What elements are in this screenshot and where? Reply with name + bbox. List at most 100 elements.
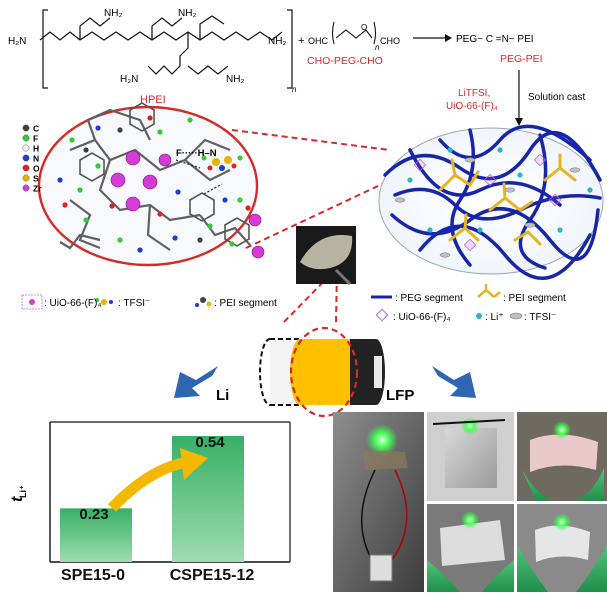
battery-diagram xyxy=(259,326,385,418)
hpei-structure xyxy=(39,9,293,89)
bracket-left xyxy=(42,9,48,89)
tfsi-3 xyxy=(569,167,581,173)
nh2-top-2: NH₂ xyxy=(178,8,196,19)
atom-21 xyxy=(83,147,89,153)
reaction-arrow xyxy=(413,34,452,42)
h2n-terminal: H₂N xyxy=(8,36,26,47)
tfsi-cluster xyxy=(201,155,243,171)
legend-tfsi: : TFSI⁻ xyxy=(118,298,150,309)
atom-20 xyxy=(117,127,123,133)
peg-label: CHO-PEG-CHO xyxy=(307,55,383,67)
arrow-to-chart xyxy=(174,366,218,398)
increase-arrow-head xyxy=(180,448,208,480)
element-label-n: N xyxy=(33,154,39,164)
peg-oxygen: O xyxy=(361,23,367,32)
atom-12 xyxy=(187,117,193,123)
category-label-1: CSPE15-12 xyxy=(169,567,255,584)
atom-23 xyxy=(245,205,251,211)
uio66-particle-4 xyxy=(533,153,547,167)
atom-5 xyxy=(157,129,163,135)
uio66-particle-1 xyxy=(483,173,497,187)
bar-value-label-1: 0.54 xyxy=(195,434,225,451)
element-label-zr: Zr xyxy=(33,184,42,194)
anode-label: Li xyxy=(216,387,229,404)
element-dot-n xyxy=(22,154,30,162)
reagent-uio66: UiO-66-(F)₄ xyxy=(446,101,498,112)
element-label-c: C xyxy=(33,124,39,134)
atom-16 xyxy=(175,189,181,195)
li-ion-2 xyxy=(477,227,483,233)
product-label: PEG-PEI xyxy=(500,53,543,65)
bar-0 xyxy=(60,508,132,562)
atom-7 xyxy=(207,223,213,229)
tfsi-1 xyxy=(464,157,476,163)
element-dot-h xyxy=(22,144,30,152)
atom-19 xyxy=(147,115,153,121)
uio66-particle-0 xyxy=(413,158,427,172)
atom-4 xyxy=(117,237,123,243)
atom-22 xyxy=(197,237,203,243)
atom-18 xyxy=(77,187,83,193)
atom-15 xyxy=(95,163,101,169)
element-dot-zr xyxy=(22,184,30,192)
nh2-top-1: NH₂ xyxy=(104,8,122,19)
legend-pei-segment: : PEI segment xyxy=(214,298,277,309)
atom-1 xyxy=(69,137,75,143)
tfsi-2 xyxy=(524,222,536,228)
element-label-f: F xyxy=(33,134,38,144)
peg-structure xyxy=(331,21,377,45)
atom-9 xyxy=(237,197,243,203)
li-ion-0 xyxy=(407,177,413,183)
element-dot-c xyxy=(22,124,30,132)
cho-label: CHO xyxy=(380,36,400,46)
atom-17 xyxy=(229,241,235,247)
atom-3 xyxy=(95,125,101,131)
legend-peg-segment: : PEG segment xyxy=(395,293,463,304)
element-dot-o xyxy=(22,164,30,172)
element-label-o: O xyxy=(33,164,40,174)
uio66-particle-3 xyxy=(463,238,477,252)
plus-sign: + xyxy=(298,35,304,47)
molecular-zoom-ellipse xyxy=(37,102,265,267)
atom-11 xyxy=(137,247,143,253)
solution-cast-arrow xyxy=(515,70,523,126)
bracket-right xyxy=(287,9,293,89)
atom-8 xyxy=(222,197,228,203)
peg-repeat-n: n xyxy=(375,43,380,52)
li-ion-1 xyxy=(447,147,453,153)
reagent-litfsi: LiTFSI, xyxy=(458,88,490,99)
atom-0 xyxy=(57,177,63,183)
y-axis-label-sub: Li⁺ xyxy=(18,485,28,498)
cathode-label: LFP xyxy=(386,387,414,404)
nh2-bottom-2: NH₂ xyxy=(226,74,244,85)
element-dot-s xyxy=(22,174,30,182)
legend-tfsi-right: : TFSI⁻ xyxy=(524,312,556,323)
tfsi-4 xyxy=(439,252,451,258)
arrow-to-photos xyxy=(432,366,476,398)
nh2-terminal: NH₂ xyxy=(268,36,286,47)
hbond-label: F·····H–N xyxy=(176,148,217,159)
left-legend xyxy=(21,294,212,310)
tfsi-0 xyxy=(394,197,406,203)
tfsi-5 xyxy=(504,187,516,193)
li-ion-3 xyxy=(517,172,523,178)
atom-13 xyxy=(109,203,115,209)
legend-li-ion: : Li⁺ xyxy=(485,312,504,323)
hpei-label: HPEI xyxy=(140,94,166,106)
method-label: Solution cast xyxy=(528,92,585,103)
element-dot-f xyxy=(22,134,30,142)
atom-14 xyxy=(157,211,163,217)
legend-uio66: : UiO-66-(F)₄ xyxy=(44,298,101,309)
bar-value-label-0: 0.23 xyxy=(79,506,109,523)
element-label-h: H xyxy=(33,144,39,154)
li-ion-5 xyxy=(587,187,593,193)
led-demo-photos xyxy=(333,412,607,592)
hpei-repeat-n: n xyxy=(292,85,297,94)
y-axis-label: t xyxy=(9,496,26,502)
li-ion-7 xyxy=(497,147,503,153)
legend-pei-segment-right: : PEI segment xyxy=(503,293,566,304)
uio66-particle-2 xyxy=(548,193,562,207)
polymer-network-ellipse xyxy=(378,124,604,281)
